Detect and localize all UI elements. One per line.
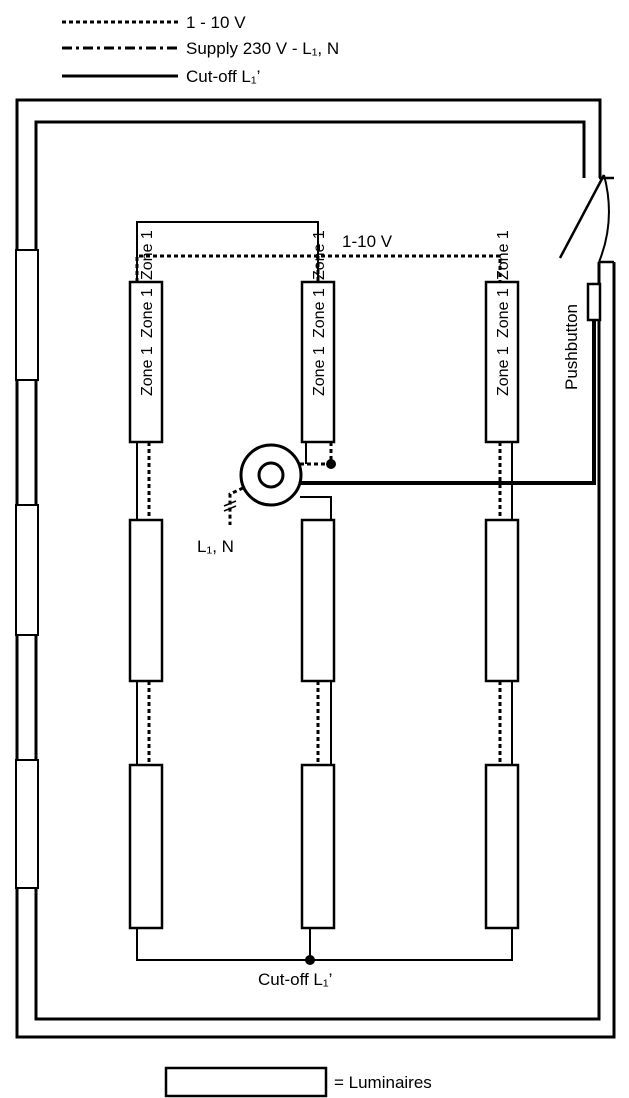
pushbutton-label: Pushbutton	[562, 304, 581, 390]
zone-label: Zone 1	[139, 346, 156, 396]
zone-labels: Zone 1 Zone 1 Zone 1 Zone 1 Zone 1 Zone …	[139, 230, 512, 396]
cutoff-top	[136, 221, 319, 282]
door	[558, 174, 614, 264]
legend: 1 - 10 V Supply 230 V - L₁, N Cut-off L₁…	[62, 13, 339, 86]
zone-label: Zone 1	[495, 346, 512, 396]
luminaire-c2-r3	[300, 763, 336, 930]
luminaire-c1-r1	[128, 280, 164, 444]
luminaire-key-label: = Luminaires	[334, 1073, 432, 1092]
windows	[15, 249, 39, 889]
junction-dot	[326, 459, 336, 469]
luminaires	[128, 280, 520, 930]
luminaire-c3-r3	[484, 763, 520, 930]
legend-cutoff-label: Cut-off L₁’	[186, 67, 260, 86]
zone-label: Zone 1	[495, 288, 512, 338]
luminaire-c3-r2	[484, 518, 520, 683]
zone-label: Zone 1	[311, 230, 328, 280]
pushbutton-cable	[300, 320, 596, 485]
cutoff-bottom	[136, 928, 513, 961]
mains-ticks	[223, 500, 237, 512]
controller	[239, 443, 303, 507]
luminaire-c3-r1	[484, 280, 520, 444]
zone-label: Zone 1	[311, 288, 328, 338]
luminaire-c1-r3	[128, 763, 164, 930]
door-leaf	[558, 174, 606, 259]
wiring-lines	[136, 221, 513, 961]
zone-label: Zone 1	[311, 346, 328, 396]
window	[15, 249, 39, 381]
mains-feed-label: L₁, N	[197, 537, 234, 556]
pushbutton-switch[interactable]	[586, 282, 602, 322]
zone-label: Zone 1	[495, 230, 512, 280]
zone-label: Zone 1	[139, 288, 156, 338]
legend-supply-label: Supply 230 V - L₁, N	[186, 39, 339, 58]
cutoff-bottom-label: Cut-off L₁’	[258, 970, 332, 989]
control-line-top	[135, 254, 502, 282]
luminaire-c2-r2	[300, 518, 336, 683]
door-swing	[598, 174, 610, 263]
controller-inner	[257, 461, 285, 489]
luminaire-c2-r1	[300, 280, 336, 444]
control-line-label: 1-10 V	[342, 232, 393, 251]
legend-control-label: 1 - 10 V	[186, 13, 246, 32]
luminaire-c1-r2	[128, 518, 164, 683]
zone-label: Zone 1	[139, 230, 156, 280]
luminaire-key: = Luminaires	[164, 1066, 432, 1098]
junction-dot	[305, 955, 315, 965]
luminaire-key-symbol	[164, 1066, 328, 1098]
window	[15, 759, 39, 889]
window	[15, 504, 39, 636]
